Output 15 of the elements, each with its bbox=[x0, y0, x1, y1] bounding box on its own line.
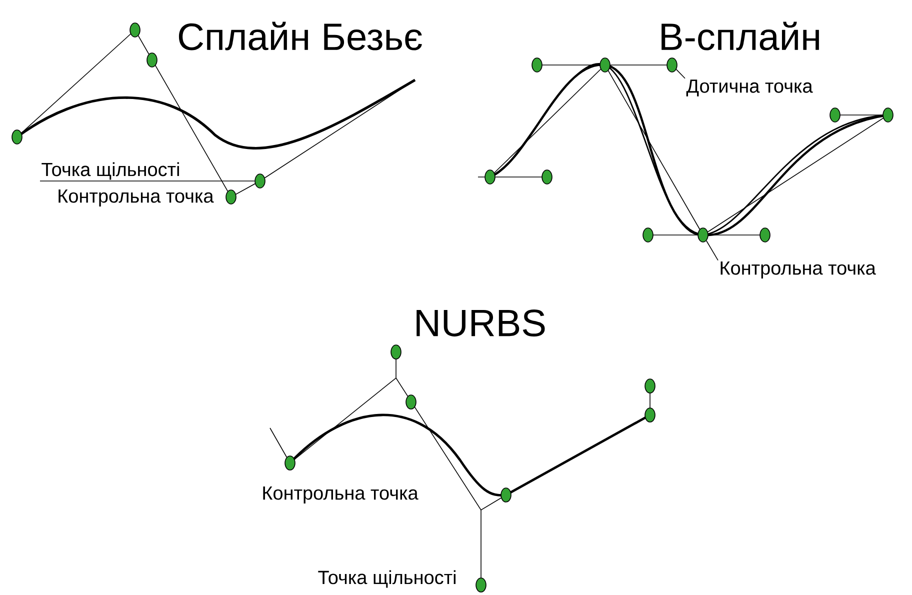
leader-line bbox=[40, 180, 255, 182]
control-point-label: Контрольна точка bbox=[720, 262, 876, 278]
control-point bbox=[666, 58, 678, 72]
density-point-label: Точка щільності bbox=[42, 162, 179, 180]
point-label: Точка щільності bbox=[318, 570, 456, 588]
tangent-point-label: Дотична точка bbox=[686, 80, 813, 96]
leader-line bbox=[706, 240, 718, 261]
spline-title: NURBS bbox=[416, 310, 545, 336]
spline-title: B-сплайн bbox=[662, 22, 819, 50]
control-point bbox=[254, 174, 266, 188]
spline-title: Сплайн Безьє bbox=[178, 22, 422, 50]
point-label: Контрольна точка bbox=[263, 486, 418, 504]
point-label: Контрольна точка bbox=[58, 190, 214, 206]
leader-line bbox=[676, 69, 686, 79]
control-point bbox=[698, 228, 708, 242]
